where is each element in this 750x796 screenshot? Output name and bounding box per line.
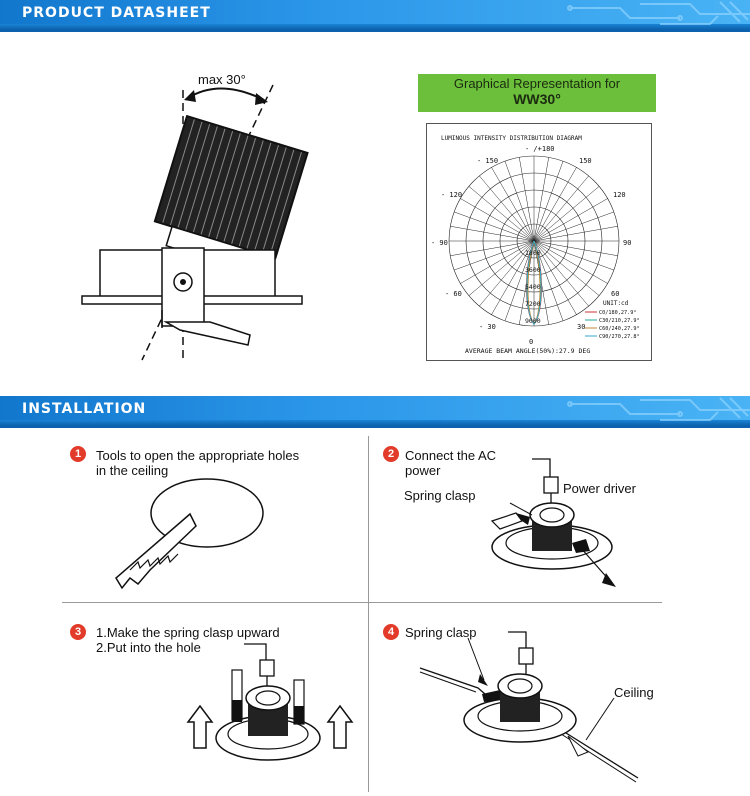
label-l150: - 150: [477, 157, 498, 165]
intensity-label: 3600: [525, 266, 541, 274]
polar-spoke: [504, 240, 535, 321]
step-4-badge: 4: [383, 624, 399, 640]
polar-spoke: [479, 175, 535, 242]
diagram-title: LUMINOUS INTENSITY DISTRIBUTION DIAGRAM: [441, 135, 582, 142]
label-r90: 90: [623, 239, 631, 247]
beam-angle-text: AVERAGE BEAM ANGLE(50%):27.9 DEG: [465, 347, 590, 355]
polar-spoke: [468, 240, 535, 296]
step-4-illustration: [419, 631, 639, 783]
polar-spoke: [533, 167, 577, 242]
label-bottom: 0: [529, 338, 533, 346]
polar-spoke: [533, 240, 564, 321]
legend-label: C90/270,27.8°: [599, 334, 640, 340]
polar-spoke: [450, 240, 535, 257]
polar-spoke: [479, 240, 535, 307]
polar-spoke: [454, 240, 535, 271]
graph-title-line1: Graphical Representation for: [453, 76, 621, 91]
polar-spoke: [533, 240, 600, 296]
tilt-drawing: [81, 84, 309, 361]
step-3-illustration: [186, 643, 354, 761]
intensity-label: 1800: [525, 249, 541, 257]
label-l120: - 120: [441, 191, 462, 199]
step-1-illustration: [115, 478, 264, 590]
divider-horizontal: [62, 602, 662, 603]
step-1-badge: 1: [70, 446, 86, 462]
polar-spoke: [454, 211, 535, 242]
step-3-badge: 3: [70, 624, 86, 640]
step-2-badge: 2: [383, 446, 399, 462]
polar-spoke: [533, 240, 608, 284]
intensity-label: 7200: [525, 300, 541, 308]
polar-spoke: [533, 175, 589, 242]
circuit-decoration: [567, 1, 750, 25]
label-r120: 120: [613, 191, 626, 199]
legend-label: C30/210,27.9°: [599, 318, 640, 324]
step-4-text: Spring clasp: [405, 625, 477, 640]
polar-spoke: [460, 240, 535, 284]
polar-spoke: [533, 211, 614, 242]
polar-spoke: [533, 240, 618, 257]
intensity-label: 5400: [525, 283, 541, 291]
spring-clasp-label: Spring clasp: [404, 488, 476, 503]
polar-spoke: [504, 161, 535, 242]
label-l90: - 90: [431, 239, 448, 247]
divider-vertical: [368, 436, 369, 792]
label-l30: - 30: [479, 323, 496, 331]
tilt-label: max 30°: [198, 72, 246, 87]
label-r30: 30: [577, 323, 585, 331]
polar-spoke: [460, 198, 535, 242]
polar-spoke: [533, 240, 614, 271]
polar-diagram: LUMINOUS INTENSITY DISTRIBUTION DIAGRAM …: [426, 123, 652, 361]
datasheet-banner: PRODUCT DATASHEET: [0, 0, 750, 36]
graph-title-box: Graphical Representation for WW30°: [418, 74, 656, 112]
installation-banner: INSTALLATION: [0, 396, 750, 432]
polar-spoke: [491, 167, 535, 242]
installation-title: INSTALLATION: [22, 401, 147, 417]
step-2-illustration: [490, 458, 616, 587]
polar-spoke: [533, 240, 589, 307]
polar-spoke: [450, 225, 535, 242]
label-l60: - 60: [445, 290, 462, 298]
polar-spoke: [533, 240, 577, 315]
ceiling-label: Ceiling: [614, 685, 654, 700]
label-top: - /+180: [525, 145, 555, 153]
polar-spoke: [533, 225, 618, 242]
intensity-label: 9000: [525, 317, 541, 325]
circuit-decoration: [567, 397, 750, 421]
unit-label: UNIT:cd: [603, 300, 629, 307]
polar-spoke: [518, 157, 535, 242]
polar-spoke: [533, 198, 608, 242]
polar-spoke: [491, 240, 535, 315]
polar-spoke: [533, 186, 600, 242]
graph-title-line2: WW30°: [513, 91, 561, 107]
label-r150: 150: [579, 157, 592, 165]
power-driver-label: Power driver: [563, 481, 636, 496]
legend-label: C0/180,27.9°: [599, 310, 636, 316]
label-r60: 60: [611, 290, 619, 298]
legend-label: C60/240,27.9°: [599, 326, 640, 332]
beam-lobe: [526, 240, 542, 326]
polar-spoke: [468, 186, 535, 242]
polar-spoke: [533, 157, 550, 242]
datasheet-title: PRODUCT DATASHEET: [22, 5, 211, 21]
polar-spoke: [533, 161, 564, 242]
